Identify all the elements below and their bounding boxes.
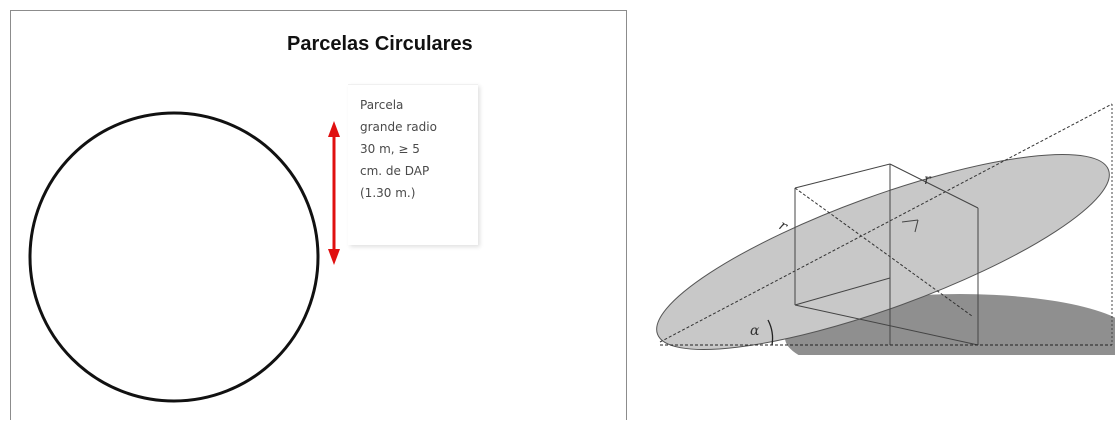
construction-lines — [794, 104, 1113, 346]
circle-diagram — [28, 111, 340, 403]
panel-title: Parcelas Circulares — [287, 33, 473, 55]
slope-plot-diagram: r r α — [656, 103, 1115, 355]
major-diameter — [659, 103, 1113, 343]
inclined-plot-disk — [656, 153, 1110, 351]
plot-callout: Parcela grande radio 30 m, ≥ 5 cm. de DA… — [348, 84, 478, 245]
circular-plot-panel: Parcelas Circulares Parcela grande radio… — [10, 10, 627, 420]
angle-label: α — [750, 323, 760, 339]
plot-circle — [28, 111, 320, 403]
slope-angle-arc — [767, 319, 774, 346]
minor-diameter — [794, 187, 973, 317]
radius-arrow — [328, 121, 340, 265]
callout-text: Parcela grande radio 30 m, ≥ 5 cm. de DA… — [360, 98, 437, 200]
radius-label-top: r — [924, 172, 932, 188]
